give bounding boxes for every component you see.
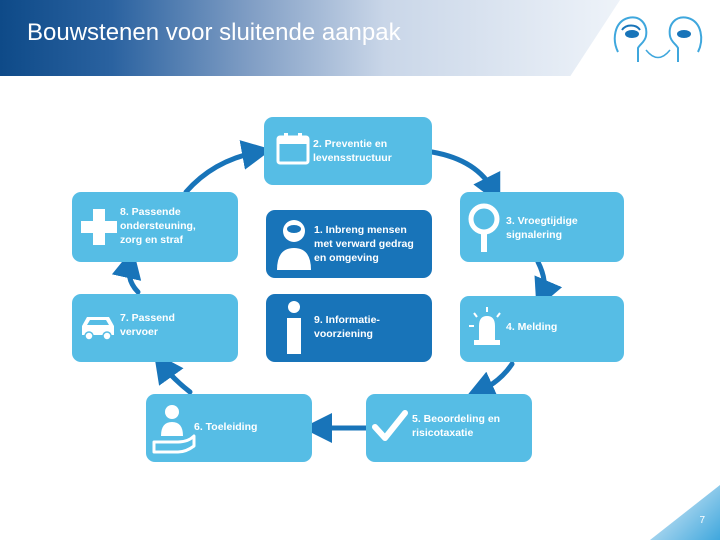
person-on-hand-icon <box>152 405 196 454</box>
two-heads-logo-icon <box>613 16 703 62</box>
step-3-box: 3. Vroegtijdige signalering <box>460 192 624 262</box>
step-2-label: 2. Preventie en levensstructuur <box>313 138 392 164</box>
step-9-label: 9. Informatie- voorziening <box>314 314 380 340</box>
info-icon <box>287 301 301 354</box>
step-7-box: 7. Passend vervoer <box>72 294 238 362</box>
step-8-box: 8. Passende ondersteuning, zorg en straf <box>72 192 238 262</box>
arrow-6-to-7 <box>153 352 193 395</box>
header-banner: Bouwstenen voor sluitende aanpak <box>0 0 720 76</box>
step-7-label: 7. Passend vervoer <box>120 312 175 338</box>
step-8-label: 8. Passende ondersteuning, zorg en straf <box>120 206 196 246</box>
page-number: 7 <box>699 515 705 526</box>
step-1-box: 1. Inbreng mensen met verward gedrag en … <box>266 210 432 278</box>
arrow-7-to-8 <box>111 248 142 295</box>
step-5-box: 5. Beoordeling en risicotaxatie <box>366 394 532 462</box>
person-icon <box>277 220 311 270</box>
car-icon <box>82 317 114 340</box>
step-6-box: 6. Toeleiding <box>146 394 312 462</box>
arrow-8-to-2 <box>183 140 272 195</box>
checkmark-icon <box>372 410 408 441</box>
arrow-2-to-3 <box>429 149 501 205</box>
step-5-label: 5. Beoordeling en risicotaxatie <box>412 413 501 439</box>
step-4-box: 4. Melding <box>460 296 624 362</box>
cross-icon <box>81 209 117 245</box>
page-title: Bouwstenen voor sluitende aanpak <box>27 19 401 46</box>
step-9-box: 9. Informatie- voorziening <box>266 294 432 362</box>
calendar-icon <box>276 133 310 165</box>
step-1-label: 1. Inbreng mensen met verward gedrag en … <box>314 224 414 264</box>
step-2-box: 2. Preventie en levensstructuur <box>264 117 432 185</box>
magnifier-icon <box>468 203 500 252</box>
arrow-4-to-5 <box>465 361 515 400</box>
header-gradient-band <box>0 0 620 76</box>
step-4-label: 4. Melding <box>506 321 558 333</box>
step-3-label: 3. Vroegtijdige signalering <box>506 215 578 241</box>
step-6-label: 6. Toeleiding <box>194 421 258 433</box>
siren-icon <box>469 307 501 345</box>
arrow-3-to-4 <box>534 259 563 309</box>
